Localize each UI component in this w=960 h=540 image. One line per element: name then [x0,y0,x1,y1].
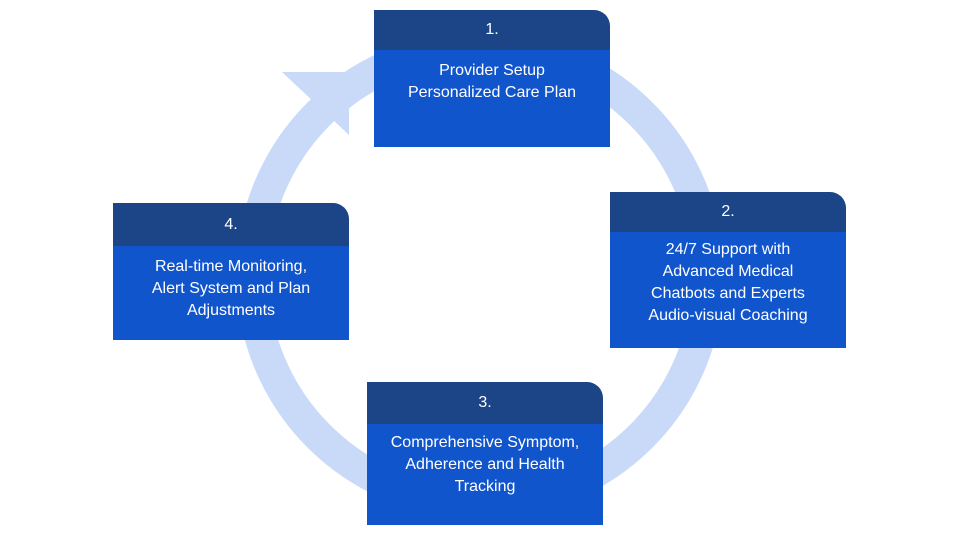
step-4-text: Real-time Monitoring, Alert System and P… [113,246,349,340]
step-2-card: 2. 24/7 Support with Advanced Medical Ch… [610,192,846,348]
step-1-number: 1. [374,10,610,50]
step-2-number: 2. [610,192,846,232]
step-4-number: 4. [113,203,349,246]
step-3-text: Comprehensive Symptom, Adherence and Hea… [367,424,603,525]
cycle-arrowhead [282,72,349,135]
step-1-text: Provider Setup Personalized Care Plan [374,50,610,147]
step-3-number: 3. [367,382,603,424]
step-1-card: 1. Provider Setup Personalized Care Plan [374,10,610,147]
step-3-card: 3. Comprehensive Symptom, Adherence and … [367,382,603,525]
step-4-card: 4. Real-time Monitoring, Alert System an… [113,203,349,340]
step-2-text: 24/7 Support with Advanced Medical Chatb… [610,232,846,348]
